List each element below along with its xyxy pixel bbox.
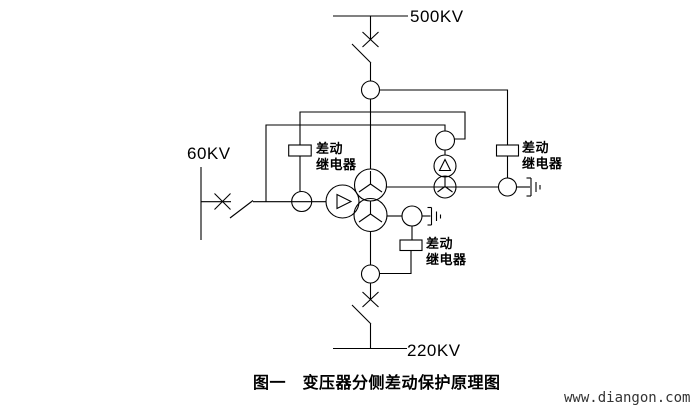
branch-60kv (201, 190, 327, 219)
winding-delta-icon (325, 184, 360, 219)
branch-220kv (351, 231, 381, 349)
watermark-text: www.diangon.com (564, 390, 691, 406)
relay-label-line1: 差动 (426, 236, 454, 251)
ct-icon (497, 177, 518, 197)
y-symbol (437, 177, 453, 193)
relay-left (288, 144, 312, 192)
ct-icon (360, 80, 381, 100)
relay-label-line2: 继电器 (316, 157, 357, 172)
breaker-x-icon (214, 193, 231, 210)
relay-box (399, 239, 423, 252)
relay-label-left: 差动 继电器 (316, 141, 357, 173)
ct-icon (401, 205, 423, 227)
bus-label-220kv: 220KV (407, 341, 461, 360)
ct-secondary-wire (379, 89, 509, 145)
relay-label-line1: 差动 (522, 140, 550, 155)
y-symbol (358, 201, 383, 223)
ct-icon (360, 264, 381, 284)
delta-symbol (336, 193, 353, 210)
disconnector-blade-icon (229, 200, 254, 219)
relay-box (495, 144, 520, 157)
branch-mid-tap (387, 205, 442, 240)
ct-icon (291, 190, 313, 213)
bus-label-60kv: 60KV (187, 144, 231, 163)
ground-icon (427, 206, 442, 226)
ct-secondary-wire (299, 111, 466, 145)
relay-label-right: 差动 继电器 (522, 140, 563, 172)
main-transformer (325, 168, 388, 233)
bus-label-500kv: 500KV (410, 7, 464, 26)
breaker-x-icon (362, 31, 379, 48)
disconnector-blade-icon (351, 304, 372, 325)
relay-right (495, 144, 520, 178)
ct-icon (434, 130, 456, 151)
branch-common (386, 177, 541, 197)
winding-y-icon (433, 175, 457, 199)
relay-label-line2: 继电器 (522, 156, 563, 171)
relay-label-line1: 差动 (316, 141, 344, 156)
compensation-transformer (433, 130, 457, 199)
relay-label-bottom: 差动 继电器 (426, 236, 467, 268)
y-symbol (358, 171, 383, 193)
relay-bottom (379, 239, 423, 275)
ground-icon (526, 177, 541, 197)
branch-500kv (351, 16, 381, 170)
delta-symbol (438, 158, 452, 172)
primary-tap-wire (265, 124, 446, 202)
relay-box (288, 144, 312, 157)
winding-delta-icon (433, 154, 457, 178)
breaker-x-icon (362, 291, 379, 308)
relay-label-line2: 继电器 (426, 252, 467, 267)
disconnector-blade-icon (351, 43, 372, 64)
figure-caption: 图一 变压器分侧差动保护原理图 (253, 375, 501, 392)
